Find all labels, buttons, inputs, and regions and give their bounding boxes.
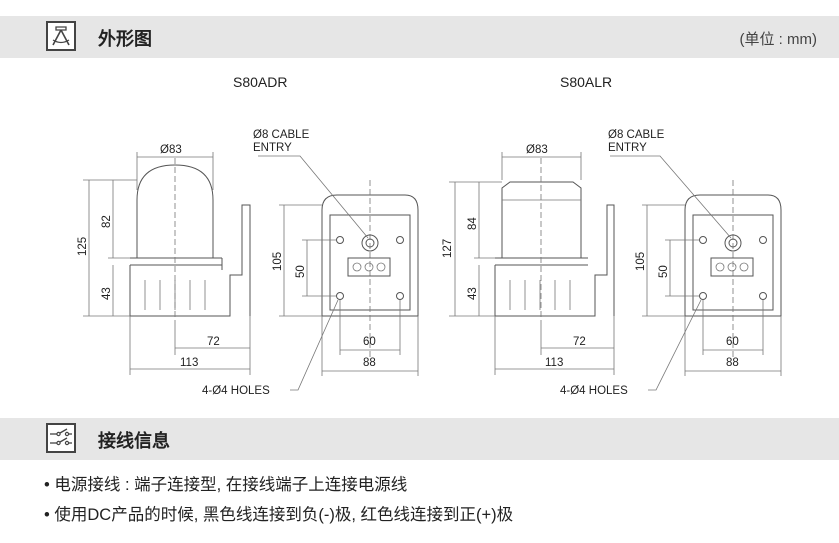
cable-entry-label-right-2: ENTRY <box>608 142 647 154</box>
dim-hole-span-right: 72 <box>573 336 586 348</box>
section-header-wiring: 接线信息 <box>0 418 839 460</box>
wiring-info-list: • 电源接线 : 端子连接型, 在接线端子上连接电源线 • 使用DC产品的时候,… <box>44 470 513 530</box>
dim-dome-height-left: 82 <box>101 215 113 228</box>
dim-base-height-left: 43 <box>101 287 113 300</box>
dim-base-height-right: 43 <box>467 287 479 300</box>
wiring-info-item: • 电源接线 : 端子连接型, 在接线端子上连接电源线 <box>44 470 513 500</box>
unit-label: (单位 : mm) <box>739 31 817 48</box>
bullet-marker: • <box>44 476 50 494</box>
side-view-right <box>449 152 615 375</box>
dim-diameter-right: Ø83 <box>526 144 548 156</box>
section-title: 接线信息 <box>98 431 170 451</box>
holes-label-right: 4-Ø4 HOLES <box>560 385 628 397</box>
dim-total-height-left: 125 <box>77 237 89 256</box>
wiring-switch-icon <box>46 423 76 453</box>
cable-entry-label-left-1: Ø8 CABLE <box>253 129 310 141</box>
section-title: 外形图 <box>98 29 152 49</box>
dim-width-left: 88 <box>363 357 376 369</box>
dim-width-right: 88 <box>726 357 739 369</box>
dim-hole-span-left: 72 <box>207 336 220 348</box>
dim-dome-height-right: 84 <box>467 217 479 230</box>
dimension-drawing: Ø83 Ø8 CABLE ENTRY 125 82 43 72 113 105 … <box>77 129 782 397</box>
model-name-left: S80ADR <box>233 74 288 90</box>
drafting-compass-icon <box>46 21 76 51</box>
wiring-info-text: 电源接线 : 端子连接型, 在接线端子上连接电源线 <box>54 476 408 494</box>
cable-entry-label-right-1: Ø8 CABLE <box>608 129 665 141</box>
dim-front-height-left: 105 <box>272 252 284 271</box>
wiring-info-text: 使用DC产品的时候, 黑色线连接到负(-)极, 红色线连接到正(+)极 <box>54 506 514 524</box>
rear-view-left <box>258 155 419 391</box>
bullet-marker: • <box>44 506 50 524</box>
dim-depth-left: 113 <box>180 357 198 369</box>
holes-label-left: 4-Ø4 HOLES <box>202 385 270 397</box>
dim-hole-width-right: 60 <box>726 336 739 348</box>
dim-depth-right: 113 <box>545 357 563 369</box>
dim-front-height-right: 105 <box>635 252 647 271</box>
cable-entry-label-left-2: ENTRY <box>253 142 292 154</box>
model-name-right: S80ALR <box>560 74 613 90</box>
dim-mount-height-left: 50 <box>295 265 307 278</box>
side-view-left <box>83 152 251 375</box>
dim-total-height-right: 127 <box>442 239 454 258</box>
dim-hole-width-left: 60 <box>363 336 376 348</box>
dim-diameter-left: Ø83 <box>160 144 182 156</box>
dim-mount-height-right: 50 <box>658 265 670 278</box>
wiring-info-item: • 使用DC产品的时候, 黑色线连接到负(-)极, 红色线连接到正(+)极 <box>44 500 513 530</box>
rear-view-right <box>610 155 782 391</box>
section-header-dimensions: 外形图 (单位 : mm) <box>0 16 839 58</box>
